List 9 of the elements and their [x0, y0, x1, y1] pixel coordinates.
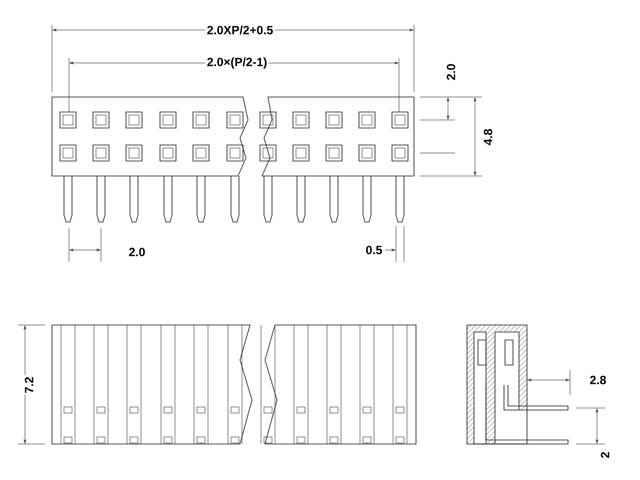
dimension-label: 2.0XP/2+0.5: [205, 24, 275, 36]
dimension-label: 2: [599, 450, 611, 460]
dimension-label: 2.0: [127, 246, 147, 258]
dimension-label: 4.8: [482, 127, 494, 147]
dimension-label: 7.2: [23, 375, 35, 395]
dimension-label: 2.8: [588, 374, 608, 386]
dimension-label: 0.5: [364, 244, 384, 256]
dimension-label: 2.0: [445, 62, 457, 82]
dimension-label: 2.0×(P/2-1): [205, 56, 269, 70]
